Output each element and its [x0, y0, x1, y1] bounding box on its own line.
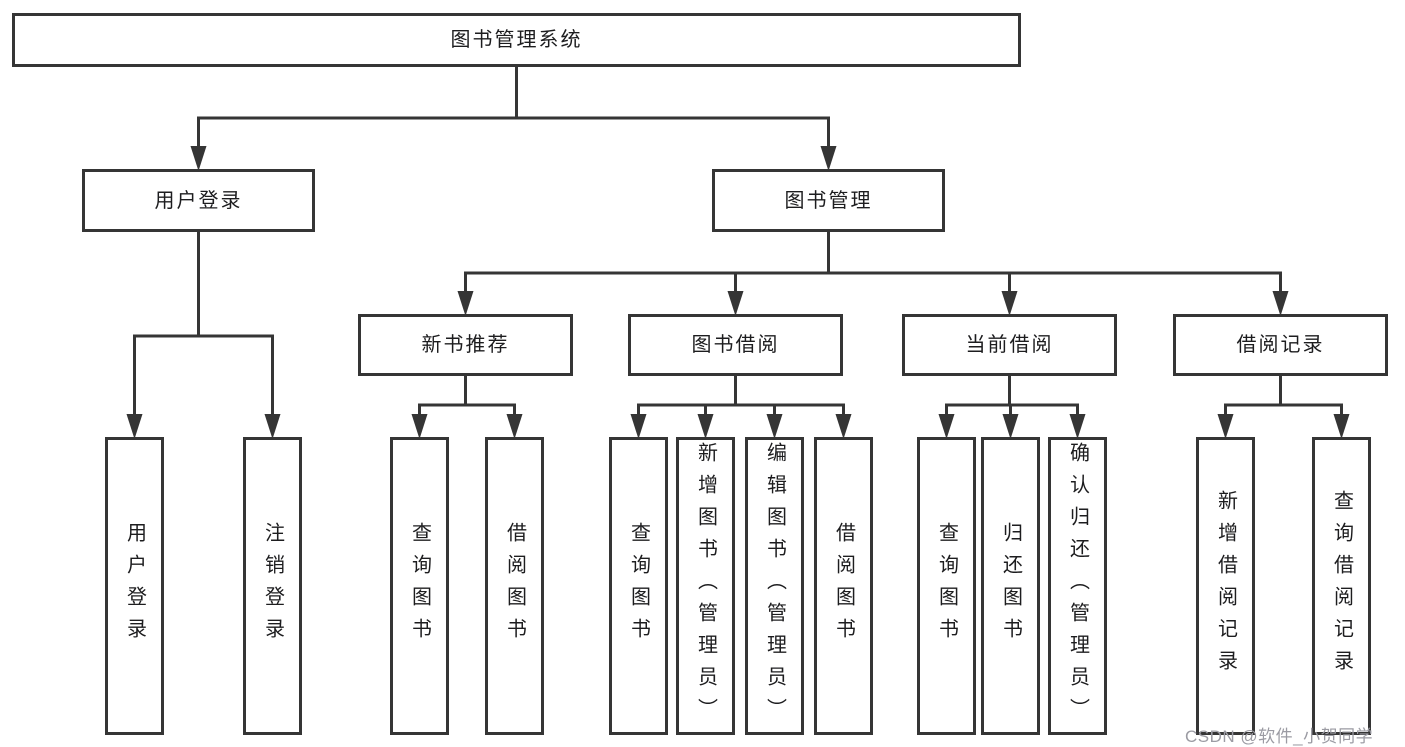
arrowhead-icon: [697, 414, 714, 439]
node-book-borrow: 图书借阅: [628, 314, 843, 376]
connector-path: [133, 65, 1343, 419]
arrowhead-icon: [1002, 414, 1019, 439]
node-label-leaf-br-add: 新增借阅记录: [1214, 490, 1237, 682]
node-label-leaf-br-query: 查询借阅记录: [1330, 490, 1353, 682]
node-label-leaf-cb-return: 归还图书: [999, 522, 1022, 650]
arrowhead-icon: [126, 414, 143, 439]
node-label-leaf-bb-query: 查询图书: [627, 522, 650, 650]
arrowhead-icon: [766, 414, 783, 439]
arrowhead-icon: [938, 414, 955, 439]
node-new-book-rec: 新书推荐: [358, 314, 573, 376]
node-label-root: 图书管理系统: [450, 29, 583, 51]
node-leaf-cb-query: 查询图书: [917, 437, 976, 735]
arrowhead-icon: [1333, 414, 1350, 439]
node-leaf-br-query: 查询借阅记录: [1312, 437, 1371, 735]
node-root: 图书管理系统: [12, 13, 1021, 67]
node-label-leaf-cb-query: 查询图书: [935, 522, 958, 650]
node-leaf-bb-add: 新增图书（管理员）: [676, 437, 735, 735]
arrowhead-icon: [727, 291, 744, 316]
node-label-leaf-bb-edit: 编辑图书（管理员）: [763, 442, 786, 730]
node-label-borrow-records: 借阅记录: [1236, 334, 1325, 356]
arrowhead-icon: [506, 414, 523, 439]
arrowhead-icon: [630, 414, 647, 439]
arrowhead-icon: [1272, 291, 1289, 316]
node-user-login: 用户登录: [82, 169, 315, 232]
node-label-leaf-cb-confirm: 确认归还（管理员）: [1066, 442, 1089, 730]
node-label-leaf-nbr-query: 查询图书: [408, 522, 431, 650]
node-leaf-bb-edit: 编辑图书（管理员）: [745, 437, 804, 735]
node-leaf-bb-query: 查询图书: [609, 437, 668, 735]
node-label-user-login: 用户登录: [154, 189, 243, 212]
node-leaf-cb-return: 归还图书: [981, 437, 1040, 735]
node-leaf-logout: 注销登录: [243, 437, 302, 735]
arrowhead-icon: [264, 414, 281, 439]
node-book-mgmt: 图书管理: [712, 169, 945, 232]
node-label-new-book-rec: 新书推荐: [421, 334, 510, 356]
node-leaf-user-login: 用户登录: [105, 437, 164, 735]
node-leaf-nbr-query: 查询图书: [390, 437, 449, 735]
node-leaf-cb-confirm: 确认归还（管理员）: [1048, 437, 1107, 735]
node-label-leaf-nbr-borrow: 借阅图书: [503, 522, 526, 650]
node-current-borrow: 当前借阅: [902, 314, 1117, 376]
node-leaf-nbr-borrow: 借阅图书: [485, 437, 544, 735]
node-label-leaf-bb-borrow: 借阅图书: [832, 522, 855, 650]
arrowhead-icon: [1069, 414, 1086, 439]
arrowhead-icon: [820, 146, 837, 171]
node-label-leaf-logout: 注销登录: [261, 522, 284, 650]
arrowhead-icon: [1217, 414, 1234, 439]
watermark: CSDN @软件_小贺同学: [1185, 727, 1374, 746]
node-label-leaf-bb-add: 新增图书（管理员）: [694, 442, 717, 730]
node-label-current-borrow: 当前借阅: [965, 334, 1054, 356]
arrowhead-icon: [835, 414, 852, 439]
arrowhead-icon: [1001, 291, 1018, 316]
arrowhead-icon: [457, 291, 474, 316]
node-label-book-mgmt: 图书管理: [784, 189, 873, 212]
node-label-leaf-user-login: 用户登录: [123, 522, 146, 650]
arrowhead-icon: [190, 146, 207, 171]
node-borrow-records: 借阅记录: [1173, 314, 1388, 376]
node-label-book-borrow: 图书借阅: [691, 334, 780, 356]
node-leaf-bb-borrow: 借阅图书: [814, 437, 873, 735]
node-leaf-br-add: 新增借阅记录: [1196, 437, 1255, 735]
arrowhead-icon: [411, 414, 428, 439]
